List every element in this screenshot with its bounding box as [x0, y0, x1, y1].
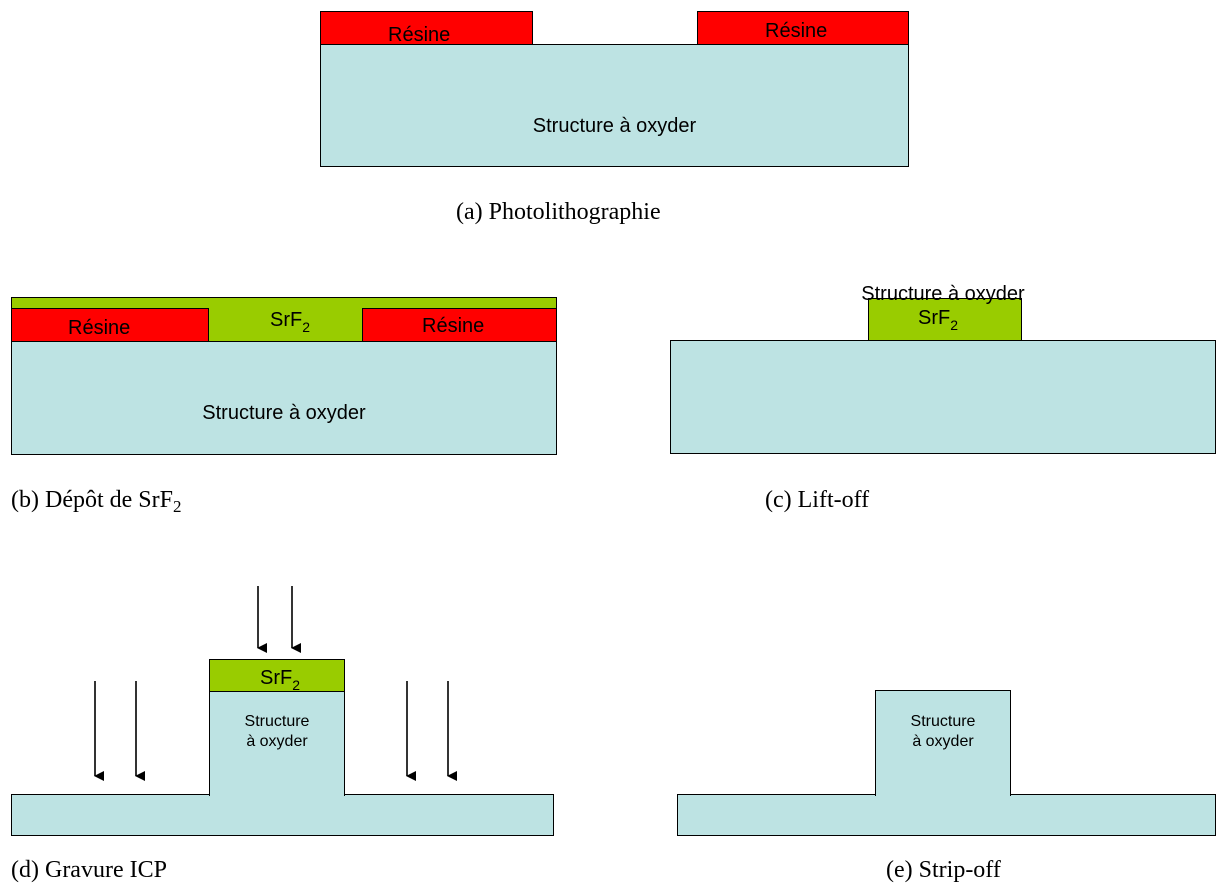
caption-b-base: (b) Dépôt de SrF — [11, 487, 173, 513]
d-srf2-label: SrF2 — [260, 667, 300, 692]
a-resin-left — [320, 11, 533, 45]
d-mesa-label-line1: Structure — [244, 713, 310, 730]
a-resin-left-label: Résine — [388, 24, 451, 46]
a-substrate-label: Structure à oxyder — [532, 115, 697, 137]
b-resin-right-label: Résine — [422, 315, 485, 337]
b-srf2-label-sub: 2 — [302, 319, 311, 335]
d-mesa — [209, 690, 345, 796]
c-srf2-label-base: SrF — [918, 307, 951, 329]
b-resin-left — [11, 308, 209, 342]
b-resin-left-label: Résine — [68, 317, 131, 339]
caption-e: (e) Strip-off — [886, 857, 1001, 883]
c-srf2-label-sub: 2 — [950, 317, 959, 333]
c-srf2-block — [868, 298, 1022, 341]
b-srf2-label: SrF2 — [270, 309, 310, 334]
caption-b-sub: 2 — [172, 497, 182, 516]
caption-d: (d) Gravure ICP — [11, 857, 167, 883]
e-mesa-label-line1: Structure — [910, 713, 976, 730]
a-substrate — [320, 44, 909, 167]
b-substrate — [11, 341, 557, 455]
d-srf2-label-sub: 2 — [292, 677, 301, 693]
e-mesa — [875, 690, 1011, 796]
d-mesa-label: Structure à oxyder — [209, 712, 345, 752]
d-srf2-label-base: SrF — [260, 667, 293, 689]
d-mesa-label-line2: à oxyder — [246, 733, 308, 750]
caption-b: (b) Dépôt de SrF2 — [11, 487, 181, 515]
e-base — [677, 794, 1216, 836]
b-srf2-label-base: SrF — [270, 309, 303, 331]
a-resin-right-label: Résine — [765, 20, 828, 42]
e-mesa-label: Structure à oxyder — [875, 712, 1011, 752]
caption-a: (a) Photolithographie — [456, 199, 661, 225]
d-srf2-mask — [209, 659, 345, 692]
c-srf2-label: SrF2 — [918, 307, 958, 332]
c-substrate-label: Structure à oxyder — [861, 283, 1025, 305]
d-base — [11, 794, 554, 836]
caption-c: (c) Lift-off — [765, 487, 870, 513]
e-mesa-label-line2: à oxyder — [912, 733, 974, 750]
c-substrate — [670, 340, 1216, 454]
b-substrate-label: Structure à oxyder — [202, 402, 366, 424]
a-resin-right — [697, 11, 909, 45]
